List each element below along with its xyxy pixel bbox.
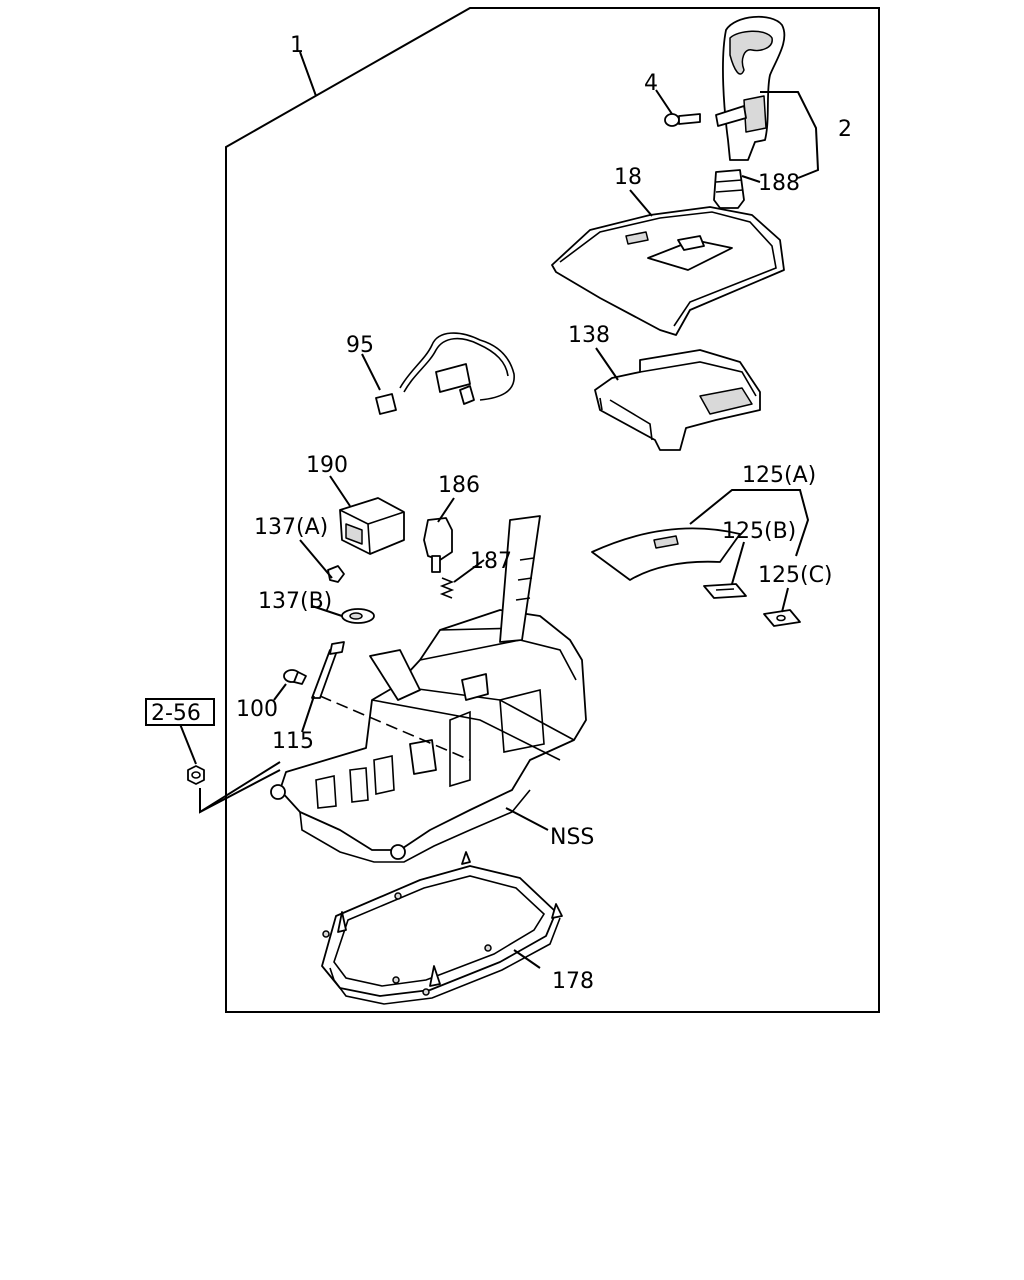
callout-190: 190	[306, 453, 348, 478]
clip-137a	[327, 565, 345, 583]
rod-115	[311, 641, 345, 699]
callout-1: 1	[290, 33, 304, 58]
shift-knob-part	[715, 15, 786, 161]
callout-125b: 125(B)	[722, 519, 796, 544]
harness-95	[375, 332, 515, 415]
plate-125a	[591, 527, 741, 581]
screw-100	[283, 669, 307, 685]
block-190	[339, 497, 405, 555]
screw-4	[664, 113, 701, 127]
assembly-frame	[225, 7, 880, 1013]
ref-box-label[interactable]: 2-56	[151, 701, 201, 726]
callout-188: 188	[758, 171, 800, 196]
nut-icon	[187, 765, 205, 785]
callout-187: 187	[470, 549, 512, 574]
callout-4: 4	[644, 71, 658, 96]
knob-part-188	[713, 169, 745, 209]
base-assembly-nss	[270, 515, 587, 863]
callout-186: 186	[438, 473, 480, 498]
console-cover-18	[551, 206, 785, 336]
spring-187	[439, 577, 455, 599]
dash-leader	[319, 695, 471, 761]
callout-138: 138	[568, 323, 610, 348]
leader-lines	[179, 51, 820, 969]
callout-100: 100	[236, 697, 278, 722]
callout-95: 95	[346, 333, 374, 358]
callout-115: 115	[272, 729, 314, 754]
ref-box-2-56[interactable]	[145, 698, 215, 726]
callout-nss: NSS	[550, 825, 594, 850]
plate-125b	[703, 583, 747, 599]
callout-137a: 137(A)	[254, 515, 328, 540]
callout-2: 2	[838, 117, 852, 142]
gasket-178	[321, 851, 563, 1005]
indicator-138	[594, 349, 761, 451]
plate-125c	[763, 609, 801, 627]
switch-186	[423, 517, 453, 573]
callout-125c: 125(C)	[758, 563, 833, 588]
callout-137b: 137(B)	[258, 589, 332, 614]
callout-178: 178	[552, 969, 594, 994]
callout-18: 18	[614, 165, 642, 190]
callout-125a: 125(A)	[742, 463, 816, 488]
clip-137b	[341, 608, 375, 624]
